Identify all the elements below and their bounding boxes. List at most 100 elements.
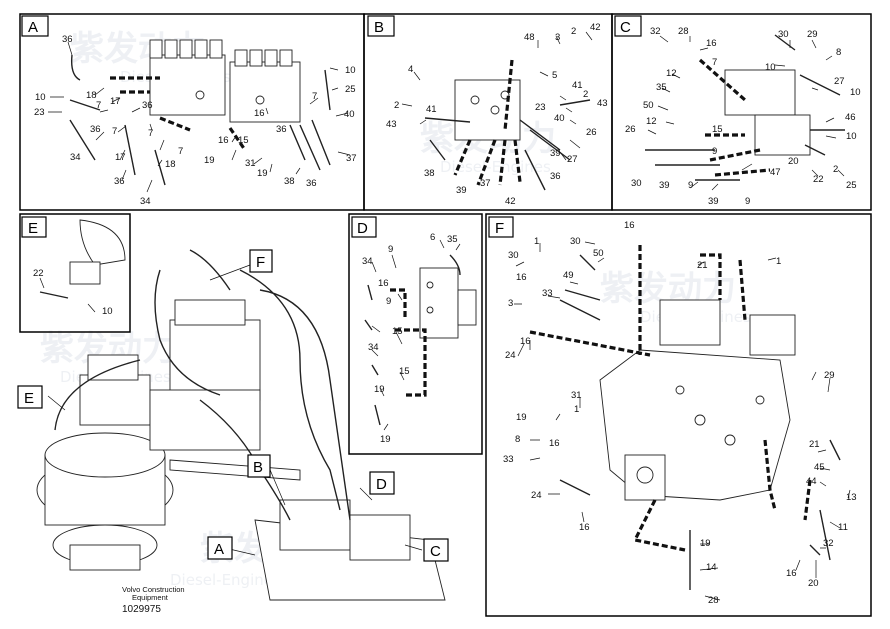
panel-b-tag: B bbox=[374, 19, 384, 36]
panel-c-labels: 32 28 16 30 29 10 8 7 27 12 35 10 50 46 … bbox=[625, 26, 861, 207]
callout: 50 bbox=[643, 100, 654, 111]
callout: 23 bbox=[34, 107, 45, 118]
callout: 27 bbox=[834, 76, 845, 87]
callout: 48 bbox=[524, 32, 535, 43]
callout: 19 bbox=[257, 168, 268, 179]
callout: 21 bbox=[809, 439, 820, 450]
callout: 2 bbox=[571, 26, 576, 37]
callout: 22 bbox=[33, 268, 44, 279]
callout: 36 bbox=[90, 124, 101, 135]
callout: 16 bbox=[579, 522, 590, 533]
callout: 31 bbox=[571, 390, 582, 401]
callout: 37 bbox=[480, 178, 491, 189]
callout: 40 bbox=[344, 109, 355, 120]
callout: 43 bbox=[386, 119, 397, 130]
callout: 38 bbox=[424, 168, 435, 179]
callout: 19 bbox=[700, 538, 711, 549]
callout: 10 bbox=[765, 62, 776, 73]
callout: 40 bbox=[554, 113, 565, 124]
callout: 45 bbox=[814, 462, 825, 473]
callout: 19 bbox=[374, 384, 385, 395]
panel-b-tag-box bbox=[367, 15, 395, 37]
panel-b-labels: 48 3 2 42 4 5 2 41 43 41 2 43 40 23 26 3… bbox=[386, 22, 608, 207]
callout: 30 bbox=[631, 178, 642, 189]
panel-a-labels: 36 10 23 18 7 17 36 7 34 36 7 17 18 7 36… bbox=[34, 34, 357, 207]
callout: 36 bbox=[550, 171, 561, 182]
callout: 34 bbox=[362, 256, 373, 267]
callout: 10 bbox=[846, 131, 857, 142]
callout: 1 bbox=[776, 256, 781, 267]
callout: 29 bbox=[807, 29, 818, 40]
callout: 35 bbox=[656, 82, 667, 93]
panel-f-tag: F bbox=[495, 220, 504, 237]
callout: 30 bbox=[778, 29, 789, 40]
callout: 34 bbox=[70, 152, 81, 163]
callout: 19 bbox=[516, 412, 527, 423]
overview-tag-b: B bbox=[253, 459, 263, 476]
footer-maker: Volvo Construction bbox=[122, 585, 185, 594]
callout: 39 bbox=[456, 185, 467, 196]
callout: 19 bbox=[380, 434, 391, 445]
callout: 16 bbox=[706, 38, 717, 49]
callout: 9 bbox=[386, 296, 391, 307]
panel-c-tag: C bbox=[620, 19, 631, 36]
callout: 26 bbox=[586, 127, 597, 138]
callout: 14 bbox=[706, 562, 717, 573]
overview-tag-c: C bbox=[430, 543, 441, 560]
callout: 36 bbox=[114, 176, 125, 187]
panel-b: B 48 3 2 42 4 5 2 41 43 41 2 43 40 23 26… bbox=[363, 13, 613, 211]
callout: 19 bbox=[204, 155, 215, 166]
callout: 18 bbox=[86, 90, 97, 101]
callout: 20 bbox=[808, 578, 819, 589]
callout: 8 bbox=[836, 47, 841, 58]
panel-f-tag-box bbox=[488, 216, 514, 238]
callout: 13 bbox=[846, 492, 857, 503]
panel-f-main-valve bbox=[599, 299, 796, 501]
callout: 31 bbox=[245, 158, 256, 169]
callout: 15 bbox=[712, 124, 723, 135]
callout: 36 bbox=[306, 178, 317, 189]
overview-tag-a: A bbox=[214, 541, 224, 558]
callout: 2 bbox=[583, 89, 588, 100]
watermark-en: Diesel-Engines bbox=[170, 571, 281, 589]
panel-e: E 22 10 bbox=[19, 213, 131, 333]
panel-f-labels: 1 30 16 30 50 49 21 1 16 33 24 3 29 16 3… bbox=[503, 220, 857, 606]
callout: 9 bbox=[712, 146, 717, 157]
callout: 20 bbox=[788, 156, 799, 167]
callout: 41 bbox=[572, 80, 583, 91]
callout: 42 bbox=[590, 22, 601, 33]
callout: 38 bbox=[284, 176, 295, 187]
callout: 32 bbox=[650, 26, 661, 37]
callout: 39 bbox=[550, 148, 561, 159]
callout: 4 bbox=[408, 64, 413, 75]
footer-doc-number: 1029975 bbox=[122, 604, 161, 615]
panel-f: F 1 30 16 30 50 49 21 1 16 33 24 3 29 bbox=[485, 213, 872, 617]
callout: 9 bbox=[688, 180, 693, 191]
panel-c-frame bbox=[611, 13, 872, 211]
panel-d-tag: D bbox=[357, 220, 368, 237]
callout: 30 bbox=[570, 236, 581, 247]
callout: 50 bbox=[593, 248, 604, 259]
callout: 7 bbox=[712, 57, 717, 68]
callout: 9 bbox=[745, 196, 750, 207]
callout: 33 bbox=[503, 454, 514, 465]
callout: 25 bbox=[345, 84, 356, 95]
callout: 17 bbox=[110, 96, 121, 107]
callout: 34 bbox=[368, 342, 379, 353]
panel-c-valve-block bbox=[724, 69, 811, 156]
panel-e-tag-box bbox=[21, 216, 47, 238]
callout: 1 bbox=[574, 404, 579, 415]
overview-machine: F E B D A C Volvo Construction Equipment… bbox=[17, 249, 449, 615]
callout: 5 bbox=[552, 70, 557, 81]
panel-d: D 9 6 35 34 16 9 15 34 19 15 19 bbox=[348, 213, 483, 455]
callout: 34 bbox=[140, 196, 151, 207]
callout: 35 bbox=[447, 234, 458, 245]
callout: 16 bbox=[218, 135, 229, 146]
callout: 37 bbox=[346, 153, 357, 164]
callout: 7 bbox=[178, 146, 183, 157]
watermark-en: Diesel-Engines bbox=[440, 158, 551, 176]
panel-a-tag-box bbox=[21, 15, 49, 37]
overview-tag-f: F bbox=[256, 254, 265, 271]
callout: 7 bbox=[96, 100, 101, 111]
